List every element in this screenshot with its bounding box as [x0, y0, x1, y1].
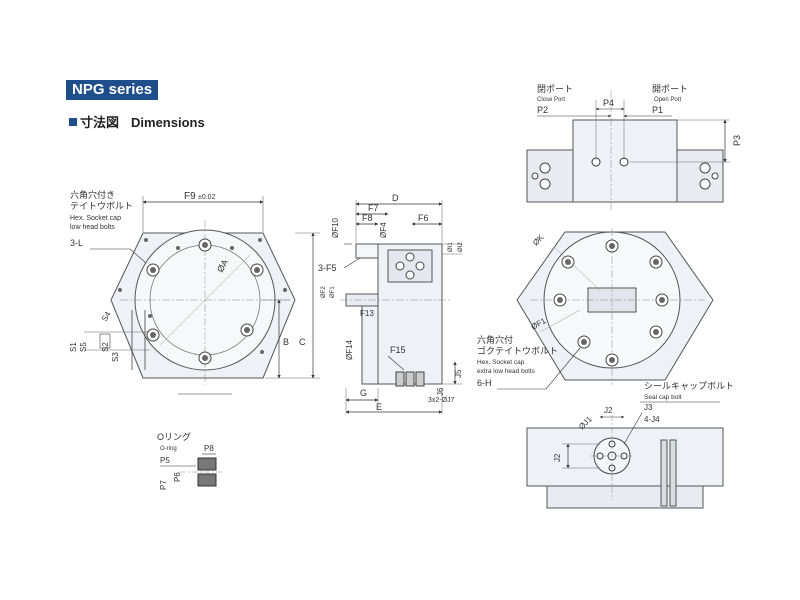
side-dim-f1: ØF1 — [330, 286, 336, 298]
side-dim-j7: 3x2-ØJ7 — [428, 397, 455, 404]
side-dim-i2: ØI2 — [458, 242, 464, 252]
front-view: F9 ±0.02 六角穴付き テイトウボルト Hex. Socket cap l… — [69, 189, 320, 395]
rear-bolt-jp-1: 六角穴付 — [477, 334, 513, 345]
front-dim-c: C — [299, 337, 306, 347]
top-dim-p2: P2 — [537, 105, 548, 115]
side-dim-f15: F15 — [390, 345, 406, 355]
top-dim-p1: P1 — [652, 105, 663, 115]
oring-jp: Oリング — [157, 431, 191, 442]
bottom-dim-j2-top: J2 — [604, 406, 613, 415]
bottom-view: シールキャップボルト Seal cap bolt J3 4-J4 J2 ØJ1 … — [526, 381, 734, 509]
front-dim-s5: S5 — [79, 342, 88, 352]
front-dim-s2: S2 — [101, 342, 110, 352]
side-dim-g: G — [360, 388, 367, 398]
oring-p8: P8 — [204, 444, 214, 453]
front-bolt-jp-1: 六角穴付き — [70, 189, 115, 200]
close-port-en: Close Port — [537, 97, 565, 103]
side-dim-f10: ØF10 — [331, 217, 340, 238]
oring-p5: P5 — [160, 456, 170, 465]
rear-view: ØK ØF1 六角穴付 ゴクテイトウボルト Hex. Socket cap ex… — [477, 228, 714, 390]
side-dim-d: D — [392, 193, 399, 203]
front-bolt-qty: 3-L — [70, 238, 83, 248]
seal-en: Seal cap bolt — [644, 394, 682, 401]
front-bolt-jp-2: テイトウボルト — [70, 201, 133, 211]
front-bolt-en-2: low head bolts — [70, 224, 115, 231]
bottom-dim-j3: J3 — [644, 403, 653, 412]
side-dim-j6: J6 — [436, 387, 445, 396]
top-dim-p4: P4 — [603, 98, 614, 108]
rear-bolt-qty: 6-H — [477, 378, 492, 388]
oring-section-lower — [197, 473, 217, 487]
side-dim-e: E — [376, 402, 382, 412]
side-dim-f8: F8 — [362, 213, 373, 223]
bottom-dim-j4: 4-J4 — [644, 415, 660, 424]
side-dim-i1: ØI1 — [448, 242, 454, 252]
side-lower-flange — [361, 305, 379, 385]
open-port-en: Open Port — [654, 97, 682, 103]
heading-square-icon — [69, 118, 77, 126]
close-port-jp: 閉ポート — [537, 84, 573, 94]
side-dim-j5: J5 — [454, 369, 463, 378]
front-dim-s1: S1 — [69, 342, 78, 352]
front-dim-f9-tol: ±0.02 — [198, 194, 216, 201]
rear-bolt-en-1: Hex. Socket cap — [477, 359, 525, 366]
front-bolt-en-1: Hex. Socket cap — [70, 215, 121, 222]
section-heading: 寸法図 Dimensions — [69, 112, 205, 131]
bottom-lower-block — [546, 485, 704, 509]
oring-p6: P6 — [173, 472, 182, 482]
top-dim-p3: P3 — [732, 135, 742, 146]
open-port-jp: 開ポート — [652, 84, 688, 94]
oring-p7: P7 — [159, 480, 168, 490]
oring-detail: Oリング O-ring P8 P5 P7 P6 — [157, 431, 222, 490]
front-dim-b: B — [283, 337, 289, 347]
oring-en: O-ring — [160, 446, 177, 452]
heading-jp: 寸法図 — [80, 115, 120, 130]
bottom-dim-j2-side: J2 — [553, 453, 562, 462]
side-view: D F7 F8 F6 ØF10 ØF4 ØI1 ØI2 3-F5 ØF2 ØF1… — [318, 193, 464, 414]
oring-section-upper — [197, 457, 217, 471]
rear-bolt-en-2: extra low head bolts — [477, 368, 536, 375]
rear-bolt-jp-2: ゴクテイトウボルト — [477, 345, 558, 356]
front-dim-s3: S3 — [111, 352, 120, 362]
seal-jp: シールキャップボルト — [644, 381, 734, 391]
series-title: NPG series — [66, 80, 159, 100]
side-dim-f6: F6 — [418, 213, 429, 223]
side-dim-f2: ØF2 — [321, 286, 327, 298]
side-dim-f3: 3-F5 — [318, 263, 337, 273]
side-dim-f4: ØF4 — [379, 222, 388, 238]
front-dim-f9: F9 — [184, 191, 196, 202]
side-face-plate — [355, 243, 379, 259]
side-dim-f7: F7 — [368, 203, 379, 213]
front-dim-s4: S4 — [100, 310, 113, 323]
side-dim-f14: ØF14 — [345, 339, 354, 360]
rear-dim-k: ØK — [531, 232, 546, 247]
side-dim-f13: F13 — [360, 309, 374, 318]
heading-en: Dimensions — [131, 115, 205, 130]
top-view: 閉ポート Close Port 開ポート Open Port P2 P4 P1 … — [526, 84, 742, 210]
